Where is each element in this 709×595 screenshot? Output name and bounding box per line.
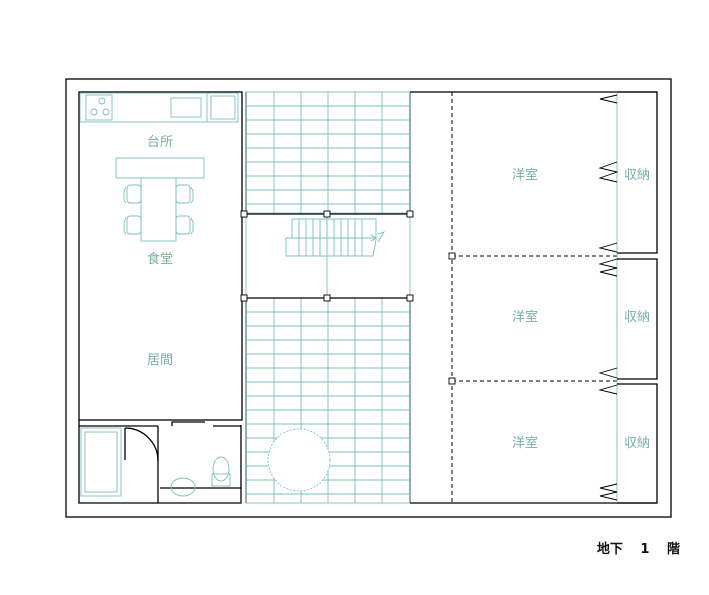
room-label-storage-1: 収納: [624, 168, 650, 183]
dining-table-icon: [115, 157, 205, 242]
plan-border: [65, 78, 672, 518]
room-label-western-2: 洋室: [512, 309, 538, 325]
room-label-dining: 食堂: [147, 251, 173, 267]
living-dining-walls: [78, 91, 243, 421]
selection-handles: [240, 210, 414, 302]
kitchen-counter: [79, 92, 239, 123]
room-label-storage-2: 収納: [624, 310, 650, 325]
floor-level-label: 地下 1 階: [596, 542, 680, 557]
washbasin-icon: [170, 477, 196, 497]
bathtub-icon: [80, 427, 122, 497]
stove-icon: [85, 94, 113, 121]
sink-icon: [170, 97, 202, 118]
stair-direction-arrow-icon: [359, 234, 377, 242]
door-swing-icon: [124, 427, 159, 462]
room-label-storage-3: 収納: [624, 436, 650, 451]
room-label-western-1: 洋室: [512, 167, 538, 183]
fridge-icon: [210, 95, 236, 120]
staircase: [244, 213, 411, 299]
room-label-western-3: 洋室: [512, 435, 538, 451]
upper-grid-floor: [245, 91, 411, 214]
folding-door-icons: [598, 94, 619, 501]
storage-closets: [616, 91, 658, 504]
round-table-icon: [267, 428, 331, 492]
western-rooms-walls: [410, 91, 657, 504]
room-label-kitchen: 台所: [147, 135, 173, 150]
room-label-living: 居間: [147, 353, 173, 368]
bathroom-walls: [78, 420, 242, 504]
toilet-icon: [211, 456, 231, 487]
